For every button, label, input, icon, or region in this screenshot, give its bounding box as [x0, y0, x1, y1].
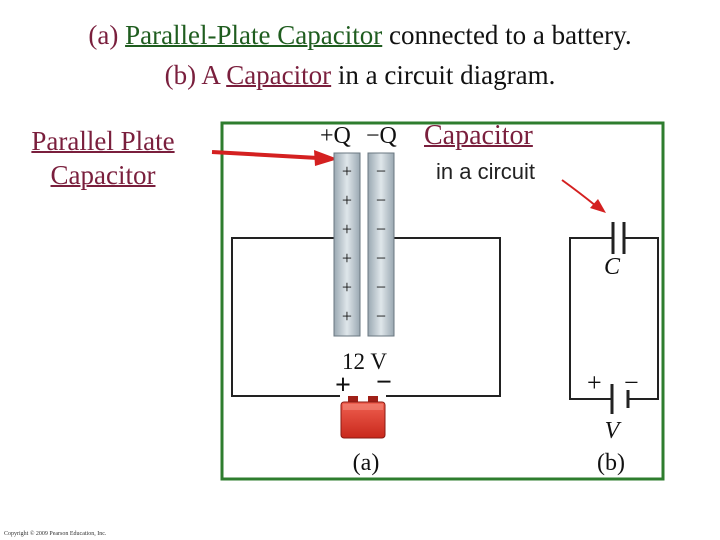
title-line2-suffix: in a circuit diagram. [331, 60, 556, 90]
parallel-plate-label-line1: Parallel Plate [31, 126, 175, 156]
title-a-prefix: (a) [88, 20, 126, 50]
circuit-b-wires [569, 237, 659, 400]
panel-b-label: (b) [597, 450, 625, 476]
parallel-plate-label: Parallel Plate Capacitor [8, 124, 198, 192]
schematic-plus-sign: + [587, 368, 602, 397]
plus-q-label: +Q [320, 123, 351, 149]
arrow-to-plates [211, 150, 338, 166]
plate-plus-sign: + [342, 306, 352, 326]
circuit-a-wires [231, 237, 501, 397]
green-frame [220, 121, 665, 481]
in-a-circuit-label: in a circuit [436, 159, 536, 184]
capacitor-symbol-label: C [604, 254, 621, 280]
plate-plus-sign: + [342, 161, 352, 181]
plate-minus-sign: − [376, 161, 386, 181]
positive-plate [333, 152, 361, 337]
capacitor-label: Capacitor [424, 120, 533, 151]
parallel-plate-label-line2: Capacitor [50, 160, 156, 190]
plate-plus-sign: + [342, 190, 352, 210]
battery-voltage-label: 12 V [342, 349, 387, 374]
arrow-to-cap-symbol [561, 179, 606, 213]
title-capacitor-link: Capacitor [226, 60, 332, 90]
plate-minus-sign: − [376, 306, 386, 326]
title-line1-suffix: connected to a battery. [382, 20, 632, 50]
schematic-minus-sign: − [624, 368, 639, 397]
plate-plus-sign: + [342, 248, 352, 268]
title-line-2: (b) A Capacitor in a circuit diagram. [0, 60, 720, 90]
battery-plus-sign: + [335, 370, 351, 401]
title-parallel-plate-link: Parallel-Plate Capacitor [125, 20, 383, 50]
panel-a-label: (a) [353, 450, 380, 476]
battery-symbol-label: V [605, 418, 622, 444]
plate-minus-sign: − [376, 248, 386, 268]
plate-plus-sign: + [342, 277, 352, 297]
battery-minus-sign: − [376, 367, 392, 398]
copyright-notice: Copyright © 2009 Pearson Education, Inc. [4, 531, 107, 537]
battery-icon [340, 396, 386, 439]
plate-plus-sign: + [342, 219, 352, 239]
plate-minus-sign: − [376, 219, 386, 239]
capacitor-symbol [611, 222, 626, 254]
battery-symbol [610, 384, 630, 414]
negative-plate [367, 152, 395, 337]
minus-q-label: −Q [366, 123, 397, 149]
plate-minus-sign: − [376, 277, 386, 297]
title-b-prefix: (b) A [164, 60, 227, 90]
plate-minus-sign: − [376, 190, 386, 210]
title-line-1: (a) Parallel-Plate Capacitor connected t… [0, 20, 720, 50]
